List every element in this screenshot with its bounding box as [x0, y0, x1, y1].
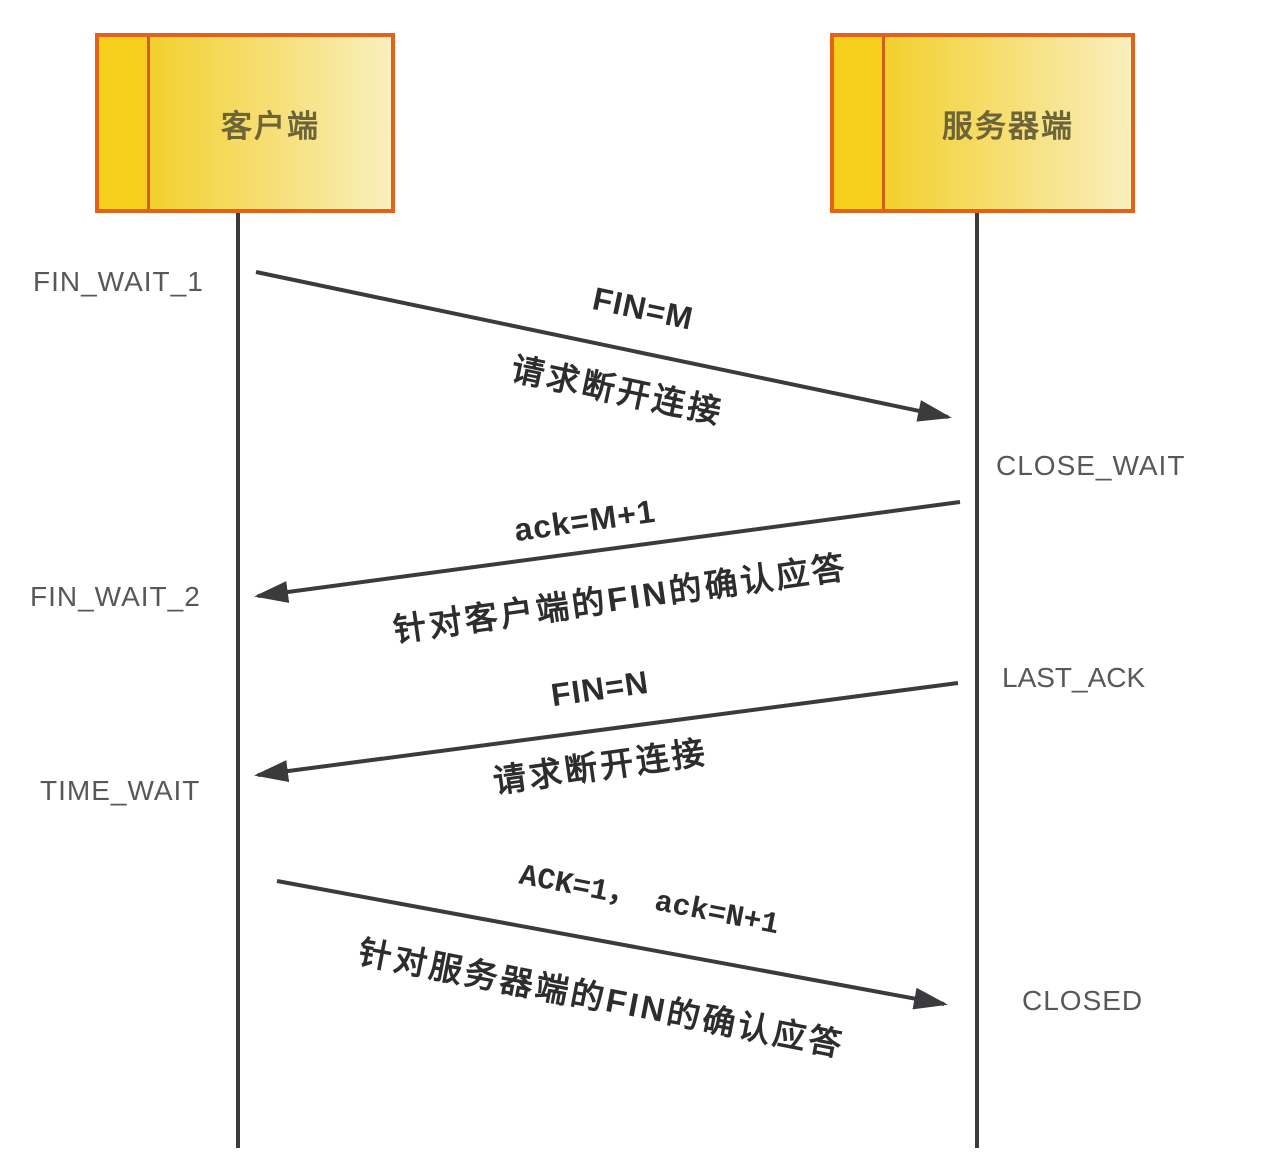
client-box-face: 客户端 [150, 37, 391, 209]
client-lifeline [236, 213, 240, 1148]
state-close-wait: CLOSE_WAIT [996, 450, 1186, 481]
server-box-face: 服务器端 [885, 37, 1131, 209]
state-closed: CLOSED [1022, 985, 1144, 1016]
arrow-ack-n1 [276, 879, 948, 1010]
arrow-fin-n [254, 681, 959, 782]
server-actor-label: 服务器端 [942, 108, 1074, 144]
state-last-ack: LAST_ACK [1002, 662, 1146, 693]
arrow-ack-m1 [254, 500, 961, 603]
state-time-wait: TIME_WAIT [40, 775, 201, 806]
client-box-strip [99, 37, 150, 209]
state-fin-wait-1: FIN_WAIT_1 [33, 266, 204, 297]
server-box-strip [834, 37, 885, 209]
state-fin-wait-2: FIN_WAIT_2 [30, 581, 201, 612]
server-actor-box: 服务器端 [830, 33, 1135, 213]
client-actor-label: 客户端 [221, 108, 320, 144]
client-actor-box: 客户端 [95, 33, 395, 213]
arrow-fin-m [255, 270, 952, 422]
server-lifeline [975, 213, 979, 1148]
